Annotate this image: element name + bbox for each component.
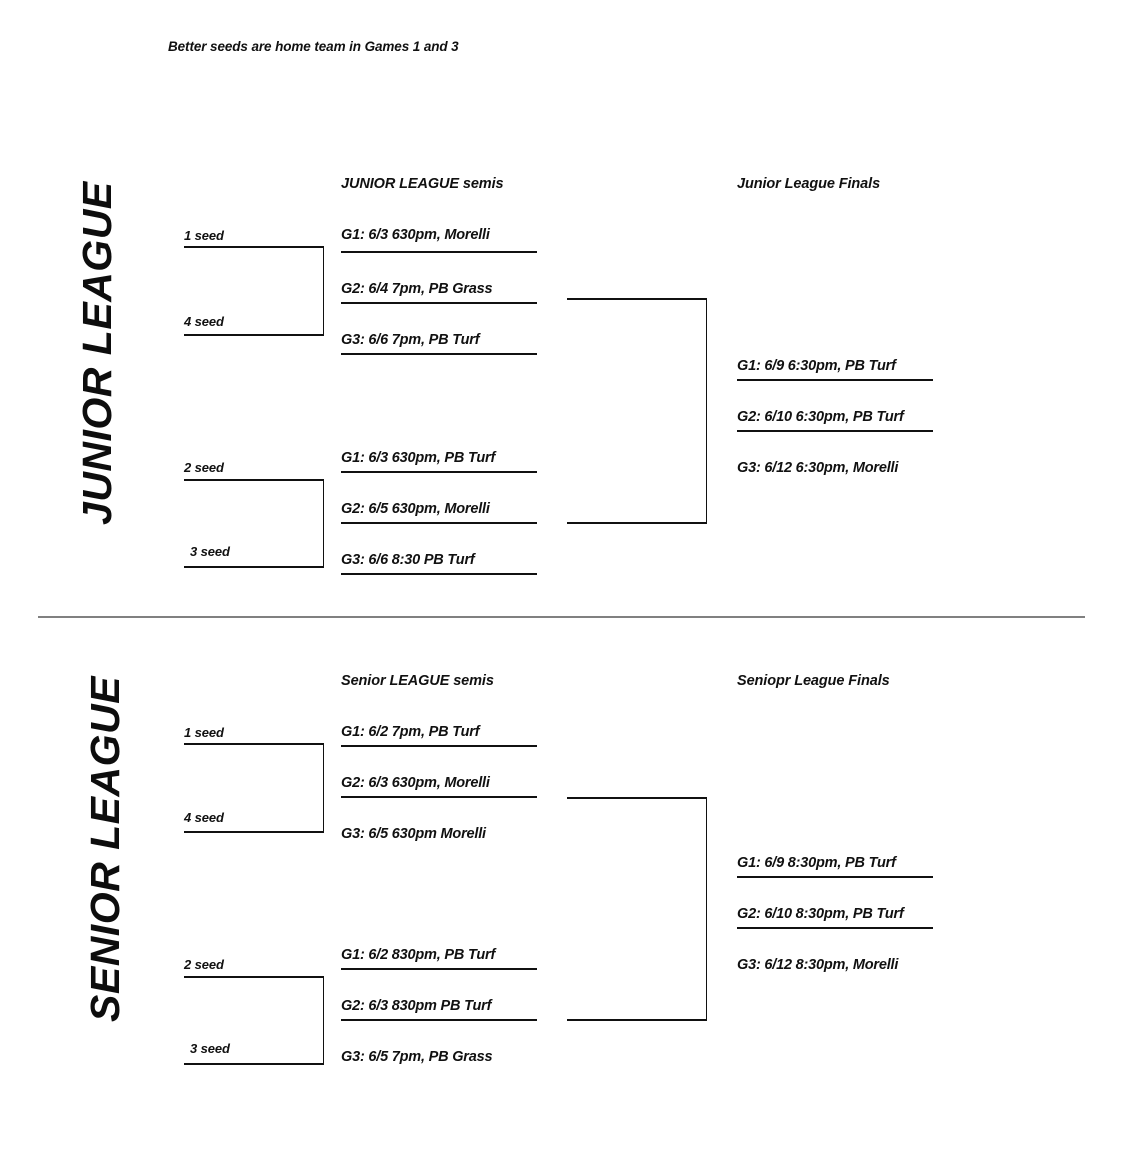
game-underline (341, 353, 537, 355)
game-underline (341, 471, 537, 473)
game-label: G1: 6/2 7pm, PB Turf (341, 724, 480, 740)
game-underline (341, 573, 537, 575)
bracket-line-junior-b-bottom (184, 566, 324, 568)
bracket-line-senior-a-top (184, 743, 324, 745)
game-underline (341, 522, 537, 524)
game-label: G1: 6/2 830pm, PB Turf (341, 947, 496, 963)
connector-line-junior-right (705, 298, 708, 524)
bracket-line-senior-b-bottom (184, 1063, 324, 1065)
seed-label-senior-1: 1 seed (184, 725, 224, 740)
game-label: G2: 6/5 630pm, Morelli (341, 501, 490, 517)
semis-header-senior: Senior LEAGUE semis (341, 673, 494, 689)
game-label: G1: 6/3 630pm, PB Turf (341, 450, 496, 466)
game-label: G3: 6/6 7pm, PB Turf (341, 332, 480, 348)
game-label: G1: 6/9 8:30pm, PB Turf (737, 855, 896, 871)
game-underline (341, 251, 537, 253)
game-underline (341, 745, 537, 747)
connector-line-senior-right (705, 797, 708, 1021)
connector-line-senior-top (567, 797, 707, 799)
connector-line-senior-bottom (567, 1019, 707, 1021)
game-underline (737, 927, 933, 929)
game-label: G3: 6/5 7pm, PB Grass (341, 1049, 493, 1065)
game-underline (341, 1019, 537, 1021)
connector-line-junior-top (567, 298, 707, 300)
finals-header-junior: Junior League Finals (737, 176, 881, 192)
seed-label-senior-3: 3 seed (190, 1041, 230, 1056)
bracket-line-senior-b-top (184, 976, 324, 978)
section-divider (38, 616, 1085, 618)
game-label: G3: 6/5 630pm Morelli (341, 826, 486, 842)
game-underline (737, 379, 933, 381)
seed-label-junior-4: 4 seed (184, 314, 224, 329)
game-label: G3: 6/12 8:30pm, Morelli (737, 957, 899, 973)
game-label: G2: 6/10 8:30pm, PB Turf (737, 906, 904, 922)
game-underline (341, 302, 537, 304)
game-label: G2: 6/3 630pm, Morelli (341, 775, 490, 791)
game-label: G2: 6/4 7pm, PB Grass (341, 281, 493, 297)
game-label: G2: 6/3 830pm PB Turf (341, 998, 492, 1014)
semis-header-junior: JUNIOR LEAGUE semis (341, 176, 504, 192)
game-label: G3: 6/12 6:30pm, Morelli (737, 460, 899, 476)
game-underline (737, 430, 933, 432)
bracket-line-junior-a-right (322, 246, 325, 336)
bracket-line-senior-b-right (322, 976, 325, 1064)
bracket-line-junior-b-top (184, 479, 324, 481)
seed-label-junior-2: 2 seed (184, 460, 224, 475)
game-underline (737, 876, 933, 878)
seed-label-junior-1: 1 seed (184, 228, 224, 243)
league-title-junior: JUNIOR LEAGUE (74, 181, 120, 525)
finals-header-senior: Seniopr League Finals (737, 673, 890, 689)
seed-label-senior-2: 2 seed (184, 957, 224, 972)
game-label: G3: 6/6 8:30 PB Turf (341, 552, 475, 568)
game-label: G1: 6/9 6:30pm, PB Turf (737, 358, 896, 374)
bracket-line-junior-b-right (322, 479, 325, 567)
game-underline (341, 796, 537, 798)
seed-label-senior-4: 4 seed (184, 810, 224, 825)
bracket-line-senior-a-bottom (184, 831, 324, 833)
bracket-line-junior-a-top (184, 246, 324, 248)
bracket-line-senior-a-right (322, 743, 325, 833)
game-label: G2: 6/10 6:30pm, PB Turf (737, 409, 904, 425)
game-underline (341, 968, 537, 970)
seed-label-junior-3: 3 seed (190, 544, 230, 559)
header-note: Better seeds are home team in Games 1 an… (168, 39, 459, 54)
game-label: G1: 6/3 630pm, Morelli (341, 227, 490, 243)
bracket-line-junior-a-bottom (184, 334, 324, 336)
connector-line-junior-bottom (567, 522, 707, 524)
league-title-senior: SENIOR LEAGUE (82, 676, 128, 1022)
